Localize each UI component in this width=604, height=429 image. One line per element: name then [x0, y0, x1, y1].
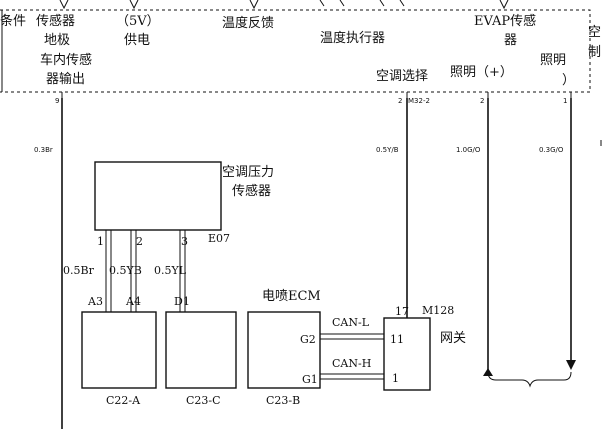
illum-paren-label: ）: [562, 73, 575, 88]
pressure-sensor-pin-2: 2: [136, 235, 143, 248]
wire-label-p1: 0.5Br: [63, 264, 95, 277]
gateway-connector: M128: [422, 304, 454, 317]
pressure-sensor-connector: E07: [208, 232, 230, 245]
top-connector-ticks: [59, 0, 509, 10]
connector-m32-2: M32-2: [408, 97, 430, 105]
edge-right-label: 空: [588, 25, 601, 40]
brace-connector: [487, 371, 572, 388]
c22a-pin-a3: A3: [87, 295, 103, 308]
power-5v-label: （5V）: [116, 14, 160, 29]
pin-2-ac: 2: [398, 97, 402, 105]
wire-label-p2: 0.5YB: [109, 264, 142, 277]
ecm-name: C23-B: [266, 394, 300, 407]
power-5v-label-2: 供电: [124, 33, 150, 48]
can-l-wire: [320, 333, 384, 340]
illum-label: 照明: [540, 53, 566, 68]
module-enclosure-dashed: [0, 9, 591, 93]
wire-pin3: [179, 230, 186, 312]
c23c-name: C23-C: [186, 394, 221, 407]
ecm-pin-g2: G2: [300, 333, 316, 346]
evap-sensor-label: EVAP传感: [474, 13, 536, 29]
pin-stubs: [61, 92, 572, 98]
gateway-box: [383, 317, 431, 391]
pressure-sensor-pin-1: 1: [97, 235, 104, 248]
pressure-sensor-name-2: 传感器: [232, 183, 271, 199]
wire-label-illum-plus: 1.0G/O: [456, 146, 481, 154]
incar-sensor-label-2: 器输出: [46, 71, 85, 87]
temp-actuator-label: 温度执行器: [320, 30, 385, 46]
illum-plus-label: 照明（+）: [450, 65, 513, 80]
evap-sensor-label-2: 器: [504, 33, 517, 48]
sensor-ground-label-2: 地极: [44, 33, 70, 48]
wire-label-ac: 0.5Y/B: [376, 146, 399, 154]
c22a-name: C22-A: [106, 394, 141, 407]
edge-left-label: 条件: [0, 13, 26, 29]
arrow-down-icon: [566, 360, 576, 370]
can-h-label: CAN-H: [332, 357, 371, 370]
wire-label-illum: 0.3G/O: [539, 146, 564, 154]
temp-feedback-label: 温度反馈: [222, 15, 274, 31]
wire-label-p3: 0.5YL: [154, 264, 187, 277]
ac-select-label: 空调选择: [376, 69, 428, 84]
pin-9: 9: [55, 97, 59, 105]
gateway-pin-17: 17: [395, 305, 409, 318]
pressure-sensor-name: 空调压力: [222, 165, 274, 180]
c22a-pin-a4: A4: [125, 295, 141, 308]
can-h-wire: [320, 373, 384, 380]
ecm-pin-g1: G1: [302, 373, 318, 386]
edge-right-label-2: 制: [588, 45, 601, 60]
module-c22a-box: [81, 311, 157, 389]
c23c-pin-d1: D1: [174, 295, 190, 308]
incar-sensor-label: 车内传感: [40, 52, 92, 68]
gateway-pin-1: 1: [392, 372, 399, 385]
pressure-sensor-box: [94, 161, 222, 231]
module-c23c-box: [165, 311, 237, 389]
pin-1-illum: 1: [563, 97, 567, 105]
wire-pin2: [130, 230, 137, 312]
can-l-label: CAN-L: [332, 316, 370, 329]
wire-label-left: 0.3Br: [34, 146, 53, 154]
pin-2-illum: 2: [480, 97, 484, 105]
wire-pin1: [105, 230, 112, 312]
sensor-ground-label: 传感器: [36, 13, 75, 29]
ecm-box: [247, 311, 321, 389]
ecm-title: 电喷ECM: [262, 289, 321, 304]
gateway-name: 网关: [440, 331, 466, 346]
gateway-pin-11: 11: [390, 333, 404, 346]
